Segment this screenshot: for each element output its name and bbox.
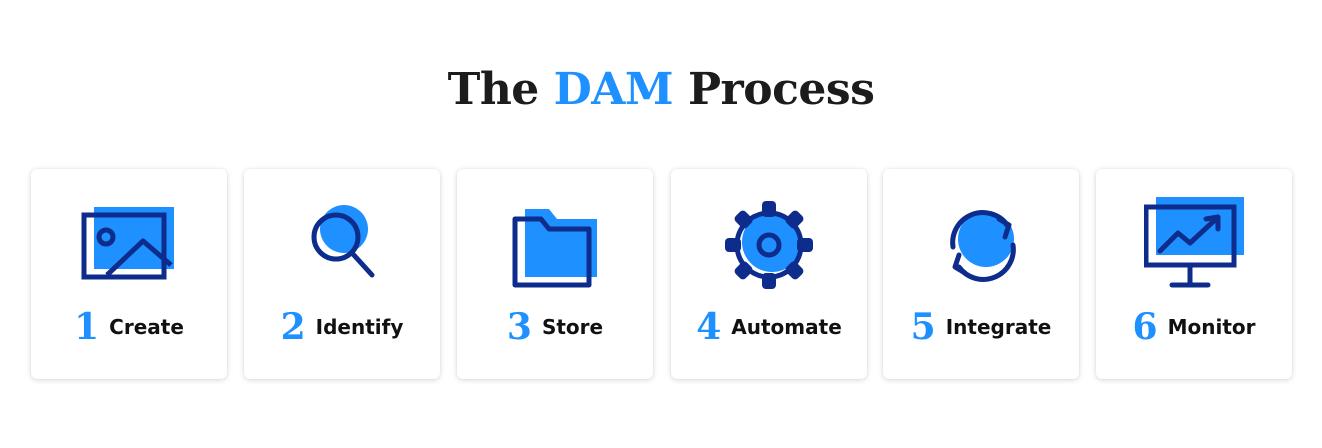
step-label: Identify — [315, 315, 404, 339]
step-label-row: 3 Store — [457, 305, 653, 349]
step-label-row: 6 Monitor — [1096, 305, 1292, 349]
step-number: 6 — [1132, 306, 1158, 348]
title-post: Process — [687, 64, 875, 115]
step-label: Create — [109, 315, 184, 339]
step-number: 3 — [506, 306, 532, 348]
step-card-identify: 2 Identify — [244, 169, 440, 379]
title-accent: DAM — [553, 64, 674, 115]
step-label: Store — [541, 315, 604, 339]
search-icon — [292, 197, 392, 293]
step-number: 1 — [74, 306, 100, 348]
step-number: 2 — [280, 306, 306, 348]
step-card-integrate: 5 Integrate — [883, 169, 1079, 379]
step-card-store: 3 Store — [457, 169, 653, 379]
gear-icon — [719, 197, 819, 293]
image-icon — [79, 197, 179, 293]
sync-icon — [931, 197, 1031, 293]
step-card-automate: 4 Automate — [671, 169, 867, 379]
folder-icon — [505, 197, 605, 293]
step-label-row: 5 Integrate — [883, 305, 1079, 349]
step-label-row: 2 Identify — [244, 305, 440, 349]
step-number: 5 — [910, 306, 936, 348]
step-label: Integrate — [945, 315, 1052, 339]
step-number: 4 — [696, 306, 722, 348]
process-steps: 1 Create 2 Identify 3 Store — [31, 169, 1293, 379]
step-label: Automate — [731, 315, 842, 339]
step-card-monitor: 6 Monitor — [1096, 169, 1292, 379]
monitor-chart-icon — [1144, 197, 1244, 293]
title-pre: The — [447, 64, 540, 115]
step-label-row: 4 Automate — [671, 305, 867, 349]
step-label: Monitor — [1167, 315, 1256, 339]
step-card-create: 1 Create — [31, 169, 227, 379]
step-label-row: 1 Create — [31, 305, 227, 349]
page-title: The DAM Process — [0, 56, 1322, 124]
